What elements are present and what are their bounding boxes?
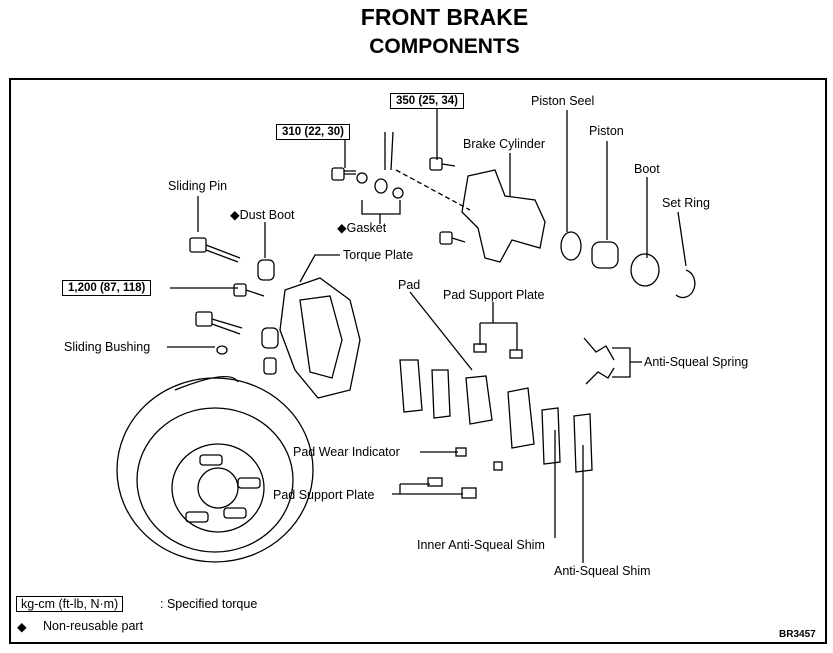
label-boot: Boot [634, 162, 660, 176]
label-pad-wear-indicator: Pad Wear Indicator [293, 445, 400, 459]
label-pad: Pad [398, 278, 421, 292]
label-gasket: ◆Gasket [337, 221, 387, 235]
legend-diamond-icon: ◆ [17, 620, 27, 634]
label-piston-seal: Piston Seel [531, 94, 595, 108]
legend-mark-desc: Non-reusable part [43, 619, 144, 633]
diagram-frame [9, 78, 827, 644]
label-anti-squeal-spring: Anti-Squeal Spring [644, 355, 749, 369]
torque-spec-1200: 1,200 (87, 118) [62, 280, 152, 296]
label-set-ring: Set Ring [662, 196, 710, 210]
label-dust-boot: ◆Dust Boot [230, 208, 295, 222]
legend-units: kg-cm (ft-lb, N·m) [16, 596, 124, 612]
figure-code: BR3457 [779, 629, 816, 640]
label-piston: Piston [589, 124, 624, 138]
page-title: FRONT BRAKE [360, 4, 529, 30]
label-torque-plate: Torque Plate [343, 248, 414, 262]
label-pad-support-plate-bottom: Pad Support Plate [273, 488, 375, 502]
label-pad-support-plate-top: Pad Support Plate [443, 288, 545, 302]
torque-spec-310: 310 (22, 30) [276, 124, 351, 140]
label-sliding-pin: Sliding Pin [168, 179, 228, 193]
label-anti-squeal-shim: Anti-Squeal Shim [554, 564, 651, 578]
label-inner-anti-squeal-shim: Inner Anti-Squeal Shim [417, 538, 545, 552]
page-subtitle: COMPONENTS [369, 35, 520, 58]
legend-units-desc: : Specified torque [160, 597, 258, 611]
label-sliding-bushing: Sliding Bushing [64, 340, 151, 354]
torque-spec-350: 350 (25, 34) [390, 93, 465, 109]
non-reusable-diamond-icon: ◆ [230, 208, 240, 222]
label-brake-cylinder: Brake Cylinder [463, 137, 545, 151]
non-reusable-diamond-icon: ◆ [337, 221, 347, 235]
